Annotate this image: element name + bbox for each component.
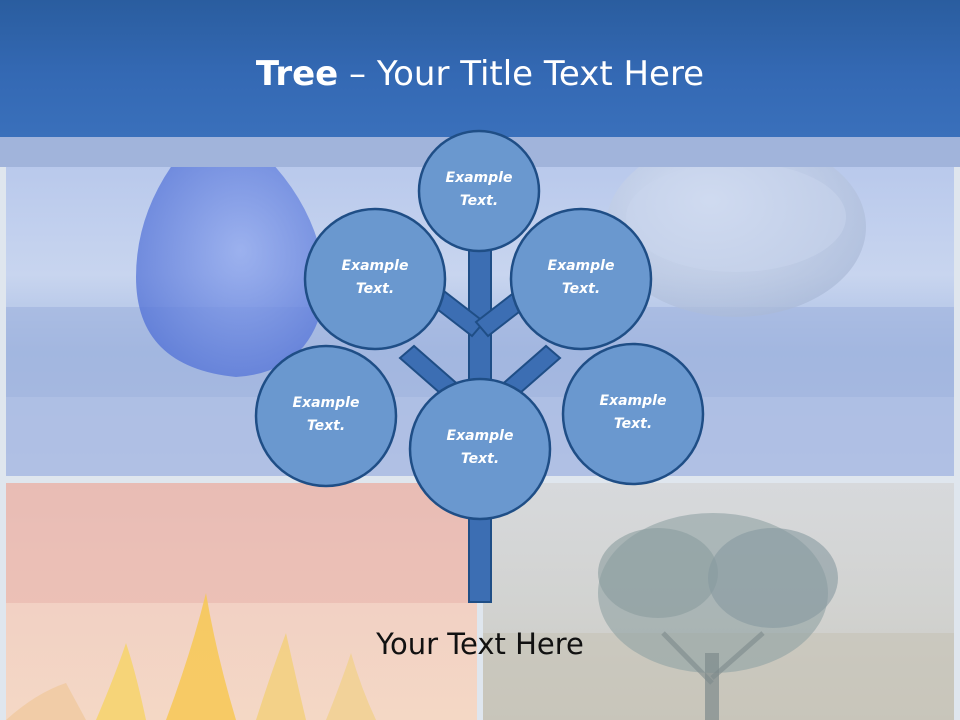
node-upper-left xyxy=(303,207,447,351)
node-lower-right-text: Example Text. xyxy=(599,393,667,432)
title-bold: Tree xyxy=(255,54,339,94)
node-center-text: Example Text. xyxy=(446,428,514,467)
node-lower-left xyxy=(254,344,398,488)
node-lower-right xyxy=(561,342,705,486)
page-title: Tree – Your Title Text Here xyxy=(0,52,960,96)
footer-text: Your Text Here xyxy=(376,627,584,661)
title-rest: – Your Title Text Here xyxy=(338,54,705,94)
node-upper-right xyxy=(509,207,653,351)
node-upper-left-text: Example Text. xyxy=(341,258,409,297)
fire-panel xyxy=(6,483,477,720)
node-upper-right-text: Example Text. xyxy=(547,258,615,297)
node-center xyxy=(408,377,552,521)
node-top-text: Example Text. xyxy=(445,170,513,209)
node-top xyxy=(417,129,541,253)
node-lower-left-text: Example Text. xyxy=(292,395,360,434)
fire-image xyxy=(6,483,477,720)
tree-image xyxy=(483,513,954,720)
tree-panel xyxy=(483,483,954,720)
title-banner xyxy=(0,0,960,137)
